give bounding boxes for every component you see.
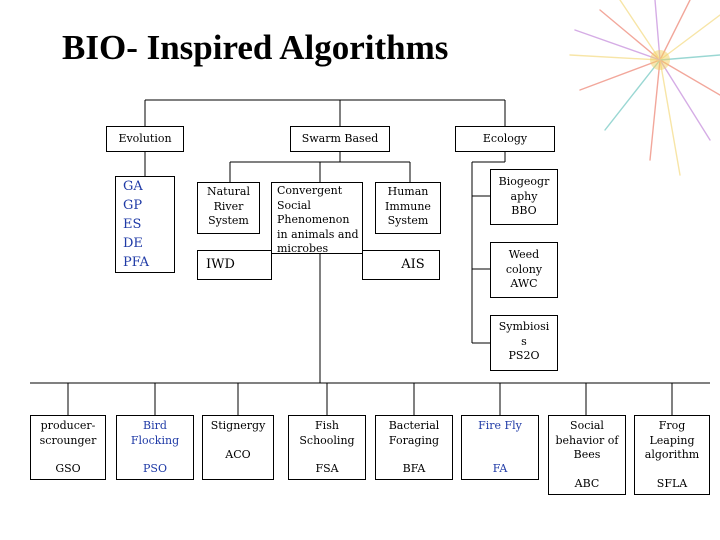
human-immune-line: Immune [385,199,431,213]
category-evolution: Evolution [106,126,184,152]
algo-gp: GP [123,198,143,213]
swarm-item-abbr: GSO [55,462,81,475]
algo-ga: GA [123,179,143,194]
convergent-line: Convergent [277,184,343,197]
category-swarm-label: Swarm Based [301,132,379,145]
swarm-item-label: Fire Fly [478,419,522,432]
category-swarm-based: Swarm Based [290,126,390,152]
ecology-line: colony [505,262,543,276]
swarm-item-label: Bees [573,448,601,461]
swarm-item-label: Leaping [649,433,695,447]
algo-pfa: PFA [123,255,150,270]
algo-de: DE [123,236,143,251]
convergent-line: microbes [277,242,329,255]
swarm-item-label: scrounger [39,433,97,447]
swarm-item-label: Bacterial [388,419,440,432]
swarm-item-abbr: FA [492,461,508,475]
human-immune-line: Human [387,185,429,198]
swarm-item-sfla: Frog Leaping algorithm SFLA [634,415,710,495]
swarm-item-abbr: FSA [315,462,339,475]
ecology-line: Weed [508,248,540,261]
ecology-line: Symbiosi [498,320,550,333]
ais-label: AIS [401,257,425,272]
ecology-line: s [521,334,527,348]
human-immune-line: System [387,214,429,227]
swarm-item-label: Foraging [388,433,440,447]
ecology-line: Biogeogr [498,175,550,188]
ecology-line: AWC [510,277,538,290]
natural-river-line: System [208,214,249,227]
human-immune-system-box: Human Immune System [375,182,441,234]
swarm-item-label: Social [570,419,604,432]
natural-river-line: River [213,199,244,213]
page-title: BIO- Inspired Algorithms [62,28,449,67]
ais-box: AIS [362,250,440,280]
convergent-line: in animals and [277,227,359,241]
evolution-algorithms-box: GA GP ES DE PFA [115,176,175,273]
swarm-item-label: Stignergy [210,419,266,432]
ecology-item-ps2o: Symbiosi s PS2O [490,315,558,371]
ecology-item-bbo: Biogeogr aphy BBO [490,169,558,225]
iwd-box: IWD [197,250,272,280]
swarm-item-abbr: BFA [402,462,426,475]
swarm-item-abbr: ABC [574,476,600,490]
category-ecology-label: Ecology [482,132,528,145]
swarm-item-fsa: Fish Schooling FSA [288,415,366,480]
swarm-item-abbr: SFLA [656,476,688,490]
swarm-item-label: Flocking [130,433,180,447]
category-evolution-label: Evolution [118,132,172,145]
swarm-item-pso: Bird Flocking PSO [116,415,194,480]
swarm-item-label: Schooling [299,433,355,447]
convergent-line: Phenomenon [277,213,350,226]
iwd-label: IWD [206,257,235,272]
ecology-item-awc: Weed colony AWC [490,242,558,298]
swarm-item-aco: Stignergy ACO [202,415,274,480]
convergent-social-box: Convergent Social Phenomenon in animals … [271,182,363,255]
algo-es: ES [123,217,142,232]
swarm-item-label: behavior of [555,433,619,447]
ecology-line: BBO [511,204,537,217]
swarm-item-abbr: ACO [225,447,251,461]
swarm-item-abc: Social behavior of Bees ABC [548,415,626,495]
swarm-item-abbr: PSO [143,462,167,475]
swarm-item-bfa: Bacterial Foraging BFA [375,415,453,480]
swarm-item-gso: producer- scrounger GSO [30,415,106,480]
ecology-line: PS2O [508,349,540,362]
swarm-item-label: algorithm [644,448,700,461]
swarm-item-label: Fish [315,419,339,432]
swarm-item-label: Frog [658,419,686,432]
category-ecology: Ecology [455,126,555,152]
swarm-item-label: producer- [40,419,96,432]
natural-river-line: Natural [206,185,251,198]
firework-decoration [569,0,720,176]
swarm-item-label: Bird [143,419,167,432]
natural-river-system-box: Natural River System [197,182,260,234]
ecology-line: aphy [510,189,538,203]
convergent-line: Social [277,198,311,212]
swarm-item-fa: Fire Fly FA [461,415,539,480]
